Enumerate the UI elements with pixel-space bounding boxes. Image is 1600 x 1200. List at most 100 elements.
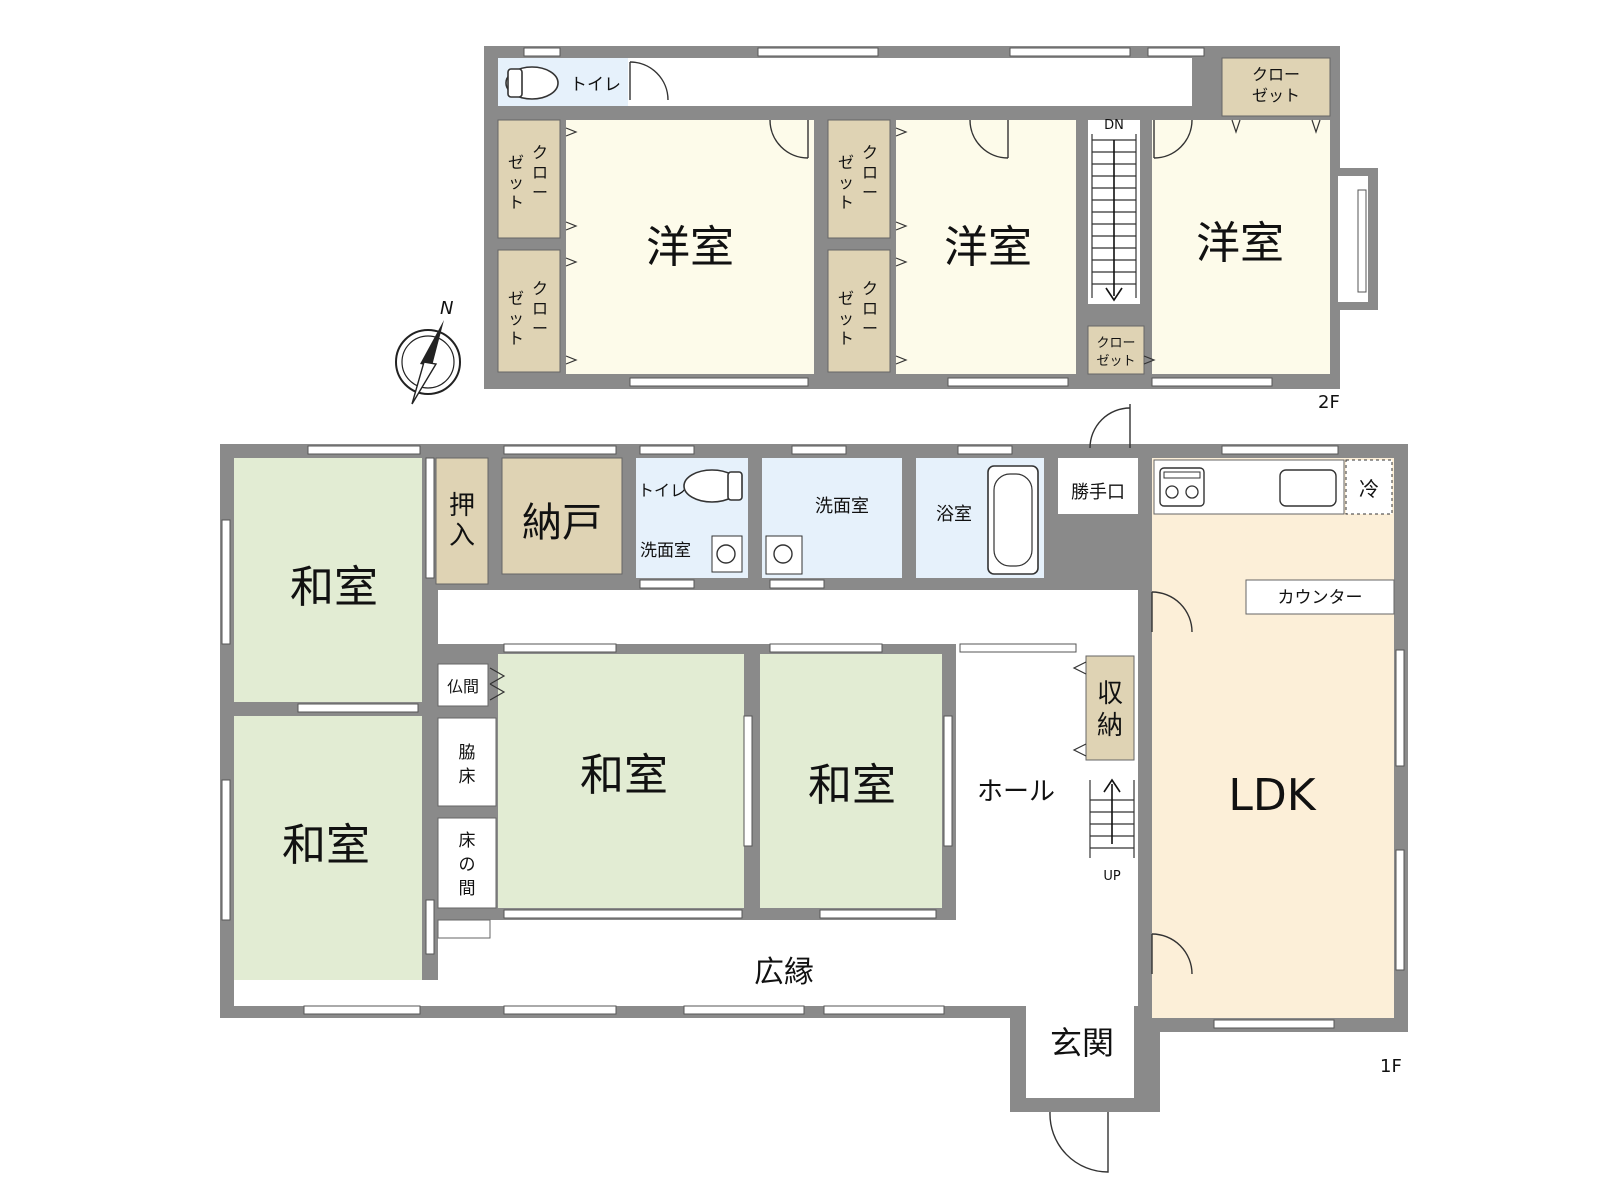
kitchen-sink-icon [1279,469,1337,507]
svg-text:ー: ー [862,183,878,202]
svg-text:ト: ト [838,193,854,212]
bathtub-icon [987,465,1039,575]
floor-2f-label: 2F [1318,392,1340,413]
toilet-1f-label: トイレ [638,481,686,500]
washitsu-center [498,654,744,908]
closet-door-ticks [565,119,1321,365]
closet-2f-center-b [827,249,891,373]
washitsu-sw [234,716,422,980]
genkan [1026,992,1134,1098]
svg-text:ロ: ロ [862,299,878,318]
senmen-small-label: 洗面室 [640,541,691,561]
door-icons-2f [769,119,1193,159]
stove-icon [1159,467,1205,507]
yokushitsu-label: 浴室 [936,504,972,525]
closet-label-vertical: ク ロ ー ゼ ッ ト [838,143,878,212]
svg-text:ー: ー [532,319,548,338]
svg-text:ト: ト [508,329,524,348]
counter [1245,579,1395,615]
svg-text:ゼ: ゼ [508,153,524,172]
genkan-label: 玄関 [1050,1024,1114,1062]
katteguchi [1058,458,1138,514]
svg-text:クロー: クロー [1096,336,1135,351]
svg-text:クロー: クロー [1252,65,1300,84]
yoshitsu-center-label: 洋室 [944,222,1032,273]
svg-text:納: 納 [1097,711,1123,741]
svg-text:ゼ: ゼ [508,289,524,308]
nando-label: 納戸 [522,500,602,546]
svg-text:ト: ト [838,329,854,348]
svg-text:ゼット: ゼット [1096,354,1135,369]
yoshitsu-east-label: 洋室 [1196,218,1284,269]
ldk-label: LDK [1228,770,1316,821]
senmen-label: 洗面室 [815,496,869,517]
closet-2f-west-a [497,119,561,239]
floor-1f-label: 1F [1380,1056,1402,1077]
svg-text:ロ: ロ [862,163,878,182]
svg-text:ク: ク [862,279,878,298]
oshiire [435,457,489,585]
svg-text:間: 間 [459,879,476,899]
closet-2f-center-a [827,119,891,239]
svg-text:床: 床 [459,831,476,851]
closet-2f-top [1221,57,1331,117]
svg-text:押: 押 [449,491,475,521]
hiroen-label: 広縁 [754,955,814,990]
washitsu-nw-label: 和室 [290,562,378,613]
svg-text:床: 床 [459,767,476,787]
windows-2f [523,47,1367,387]
svg-text:の: の [459,855,476,875]
yoshitsu-west-label: 洋室 [646,222,734,273]
refrigerator [1345,459,1393,515]
washitsu-east [760,654,942,908]
butsuma-label: 仏間 [447,677,479,696]
svg-text:ー: ー [532,183,548,202]
closet-2f-stair [1087,325,1145,375]
closet-2f-west-b [497,249,561,373]
north-label: N [440,298,453,319]
ldk [1152,458,1394,1032]
counter-label: カウンター [1278,588,1363,608]
floor-1f: 和室 和室 和室 和室 押 入 納戸 トイレ 洗面室 洗面室 浴室 勝手口 仏間 [220,404,1408,1173]
yoshitsu-center [896,120,1076,374]
svg-text:ク: ク [862,143,878,162]
yoshitsu-west [566,120,814,374]
compass: N [395,298,461,405]
washitsu-nw [234,458,422,702]
washitsu-center-label: 和室 [580,750,668,801]
katteguchi-label: 勝手口 [1071,482,1125,503]
svg-text:脇: 脇 [459,743,476,763]
sink-icon [716,544,736,564]
windows-1f [221,445,1405,1029]
floor-2f: トイレ クロー ゼット ク ロ ー ゼ ッ ト ク ロ ー ゼ ッ ト [484,46,1378,413]
toilet-door-icon [629,61,669,101]
svg-text:ッ: ッ [838,173,854,192]
hall-label: ホール [977,777,1055,807]
closet-label-vertical: ク ロ ー ゼ ッ ト [508,279,548,348]
katteguchi-door-icon [1089,407,1131,449]
svg-text:収: 収 [1097,679,1123,709]
stairs-1f-label: UP [1103,869,1121,884]
svg-text:ッ: ッ [838,309,854,328]
svg-text:ッ: ッ [508,309,524,328]
tokonoma [437,817,497,909]
shuno [1085,655,1135,761]
toilet-2f-label: トイレ [570,75,621,95]
washitsu-east-label: 和室 [808,760,896,811]
svg-text:ゼット: ゼット [1252,86,1300,105]
svg-text:ー: ー [862,319,878,338]
washitsu-sw-label: 和室 [282,820,370,871]
refrigerator-label: 冷 [1359,477,1379,501]
closet-label-vertical: ク ロ ー ゼ ッ ト [508,143,548,212]
wakidoko [437,717,497,807]
closet-label-vertical: ク ロ ー ゼ ッ ト [838,279,878,348]
butsuma [437,663,489,707]
yoshitsu-east [1152,120,1330,374]
north-arrow-icon [420,320,444,366]
svg-text:ッ: ッ [508,173,524,192]
nando [501,457,623,575]
svg-text:ト: ト [508,193,524,212]
svg-text:ロ: ロ [532,299,548,318]
svg-text:ロ: ロ [532,163,548,182]
svg-text:ゼ: ゼ [838,289,854,308]
